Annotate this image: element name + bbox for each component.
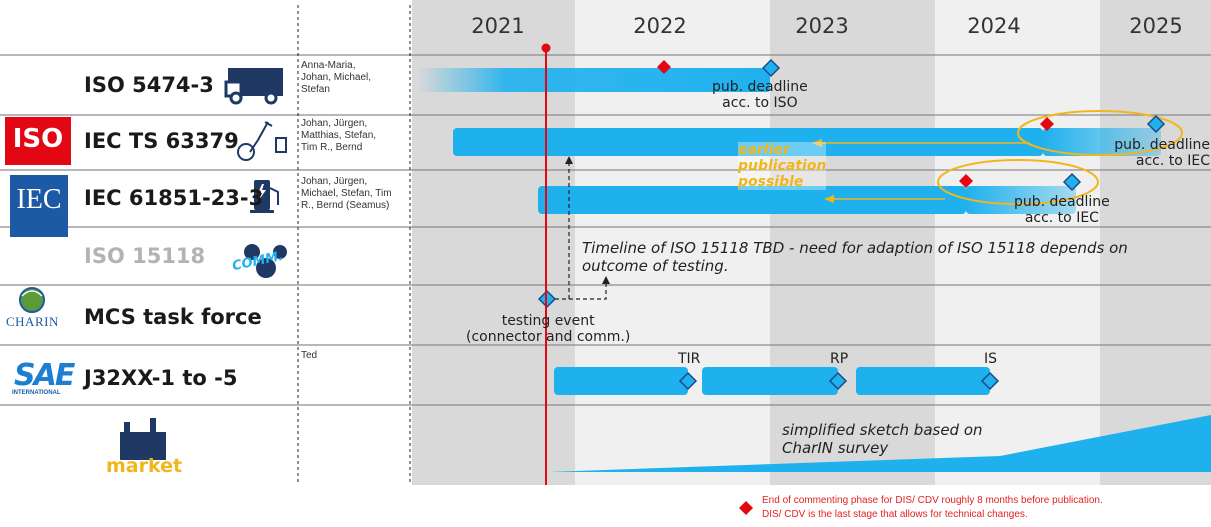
label-iso5474-deadline: pub. deadline acc. to ISO [712, 79, 808, 111]
row-title-iec61851: IEC 61851-23-3 [84, 186, 264, 210]
j32xx-is-bar [856, 367, 990, 395]
j32xx-tir-bar [554, 367, 688, 395]
charin-logo [19, 287, 45, 313]
row-title-j32xx: J32XX-1 to -5 [84, 366, 238, 390]
year-header-2023: 2023 [795, 14, 849, 38]
year-header-2022: 2022 [633, 14, 687, 38]
names-j32xx: Ted [301, 350, 318, 361]
label-testing-event: testing event (connector and comm.) [466, 313, 631, 345]
iec61851-pub-marker [1062, 172, 1082, 192]
names-iso5474: Anna-Maria, Johan, Michael, Stefan [301, 60, 372, 95]
label-earlier-publication: earlier publication possible [738, 142, 827, 190]
row-separators [0, 54, 1211, 406]
year-column-2025 [1100, 0, 1211, 485]
legend-diamond [739, 501, 753, 515]
label-is: IS [984, 351, 998, 367]
today-dot [541, 43, 551, 53]
names-iec63379: Johan, Jürgen, Matthias, Stefan, Tim R.,… [301, 118, 377, 153]
label-iec63379-deadline: pub. deadline acc. to IEC [1114, 137, 1210, 169]
year-header-2024: 2024 [967, 14, 1021, 38]
iec61851-bar-extension [966, 186, 1076, 214]
year-column-2024 [935, 0, 1100, 485]
iec61851-bar [538, 186, 966, 214]
year-column-2023 [770, 0, 935, 485]
charging-connector-icon [237, 121, 287, 161]
factory-icon [120, 418, 166, 460]
year-header-2025: 2025 [1129, 14, 1183, 38]
market-wedge [548, 415, 1211, 472]
iec63379-pub-marker [1146, 114, 1166, 134]
is-marker [980, 371, 1000, 391]
row-title-iso5474: ISO 5474-3 [84, 73, 214, 97]
iec-logo [10, 175, 68, 237]
legend-line-1: End of commenting phase for DIS/ CDV rou… [762, 495, 1103, 506]
sae-logo-text: SAE [14, 358, 75, 393]
testing-dashed-arrows [555, 162, 607, 300]
names-iec61851: Johan, Jürgen, Michael, Stefan, Tim R., … [301, 176, 392, 211]
iec-logo-text: IEC [16, 184, 62, 215]
iec63379-bar [453, 128, 1043, 156]
row-title-market: market [106, 455, 183, 477]
label-tir: TIR [678, 351, 701, 367]
row-title-mcs: MCS task force [84, 305, 262, 329]
iso15118-note: Timeline of ISO 15118 TBD - need for ada… [582, 239, 1128, 275]
label-rp: RP [830, 351, 849, 367]
communication-icon [244, 244, 287, 278]
charging-station-icon [250, 180, 279, 213]
iso5474-pub-marker [761, 58, 781, 78]
iec63379-bar-extension [1043, 128, 1161, 156]
label-iec61851-deadline: pub. deadline acc. to IEC [1014, 194, 1110, 226]
truck-icon [224, 68, 283, 105]
market-note: simplified sketch based on CharIN survey [782, 421, 983, 457]
iec63379-ellipse [1017, 110, 1183, 156]
sae-logo-subtext: INTERNATIONAL [12, 390, 61, 396]
iso5474-dis-marker [657, 60, 671, 74]
j32xx-rp-bar [702, 367, 838, 395]
rp-marker [828, 371, 848, 391]
year-header-2021: 2021 [471, 14, 525, 38]
tir-marker [678, 371, 698, 391]
iso-logo-text: ISO [12, 124, 64, 154]
row-title-iso15118: ISO 15118 [84, 244, 206, 268]
legend-line-2: DIS/ CDV is the last stage that allows f… [762, 509, 1028, 520]
charin-logo-text: CHARIN [6, 314, 59, 329]
iec61851-ellipse [937, 159, 1099, 205]
iso5474-bar [418, 68, 770, 92]
iec63379-dis-marker [1040, 117, 1054, 131]
row-title-iec63379: IEC TS 63379 [84, 129, 239, 153]
iso-logo [5, 117, 71, 165]
iec61851-dis-marker [959, 174, 973, 188]
